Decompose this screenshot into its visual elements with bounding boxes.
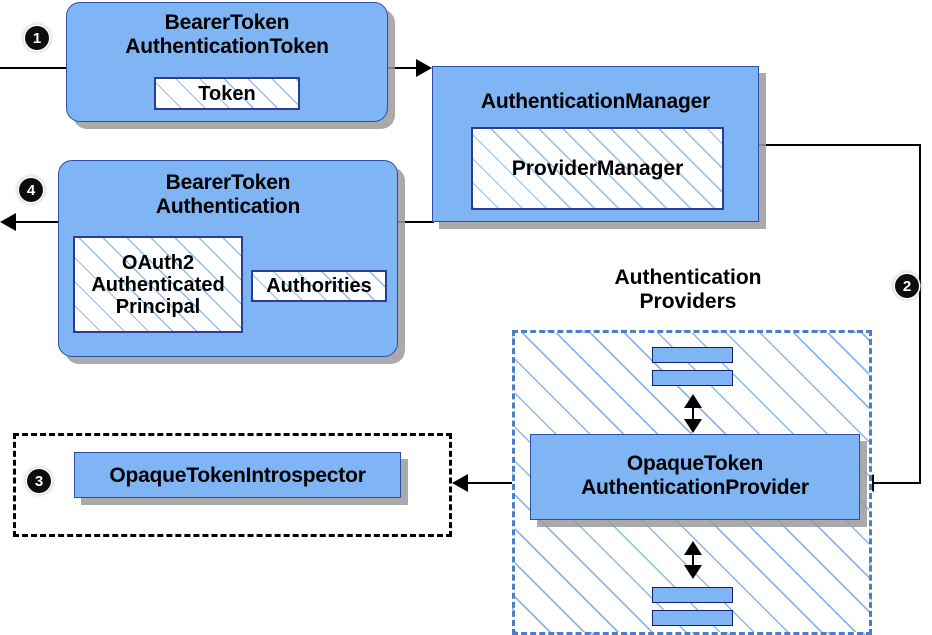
opaque-token-introspector-container — [13, 433, 452, 537]
opaque-token-authentication-provider-title-line1: OpaqueToken — [626, 452, 764, 475]
connector-token-to-manager-arrow — [416, 59, 432, 77]
provider-stack-bottom-connector-arrow-down — [684, 565, 702, 579]
connector-authentication-out-line — [14, 221, 76, 223]
connector-provider-to-introspector-line — [466, 482, 530, 484]
step-badge-3: 3 — [27, 469, 51, 493]
provider-manager-inner-box: ProviderManager — [471, 127, 724, 210]
provider-stack-top-connector-arrow-up — [684, 394, 702, 408]
oauth2-principal-line2: Authenticated — [91, 273, 225, 296]
step-badge-4-number: 4 — [26, 181, 36, 199]
opaque-token-authentication-provider-title: OpaqueToken AuthenticationProvider — [531, 452, 859, 499]
token-inner-box: Token — [154, 77, 300, 110]
step-badge-1: 1 — [25, 26, 49, 50]
provider-stack-bottom-connector-line — [692, 543, 694, 577]
authentication-providers-caption: Authentication Providers — [563, 266, 813, 313]
provider-stack-bar-top-2 — [652, 370, 733, 386]
opaque-token-authentication-provider-card[interactable]: OpaqueToken AuthenticationProvider — [530, 434, 860, 520]
authentication-manager-card[interactable]: AuthenticationManager ProviderManager — [432, 66, 759, 222]
authentication-manager-title-text: AuthenticationManager — [480, 90, 711, 113]
authentication-providers-caption-line1: Authentication — [614, 266, 762, 289]
opaque-token-introspector-card[interactable]: OpaqueTokenIntrospector — [74, 452, 401, 498]
oauth2-principal-line1: OAuth2 — [121, 251, 195, 274]
bearer-token-authentication-token-title-line2: AuthenticationToken — [125, 34, 329, 58]
connector-provider-to-introspector-arrow — [452, 474, 468, 492]
connector-authentication-out-arrow — [0, 213, 16, 231]
connector-right-rail-vertical — [919, 144, 921, 483]
authentication-manager-title: AuthenticationManager — [433, 90, 758, 114]
bearer-token-authentication-token-card[interactable]: BearerToken AuthenticationToken Token — [66, 2, 388, 122]
token-inner-label: Token — [198, 82, 256, 105]
bearer-token-authentication-title: BearerToken Authentication — [59, 171, 397, 218]
provider-stack-top-connector-line — [692, 396, 694, 431]
step-badge-1-number: 1 — [32, 29, 42, 47]
authorities-box: Authorities — [251, 270, 387, 302]
step-badge-2-number: 2 — [902, 277, 912, 295]
step-badge-2: 2 — [895, 274, 919, 298]
opaque-token-introspector-title: OpaqueTokenIntrospector — [75, 464, 400, 488]
bearer-token-authentication-token-title: BearerToken AuthenticationToken — [67, 11, 387, 58]
connector-manager-right-segment — [757, 144, 921, 146]
opaque-token-authentication-provider-title-line2: AuthenticationProvider — [581, 475, 809, 499]
authentication-providers-caption-line2: Providers — [639, 289, 737, 313]
provider-stack-top-connector-arrow-down — [684, 419, 702, 433]
provider-manager-inner-label: ProviderManager — [511, 156, 684, 180]
provider-stack-bar-bottom-2 — [652, 610, 733, 626]
provider-stack-bottom-connector-arrow-up — [684, 541, 702, 555]
connector-token-to-manager-line — [386, 67, 420, 69]
oauth2-principal-line3: Principal — [115, 295, 201, 318]
step-badge-4: 4 — [19, 178, 43, 202]
provider-stack-bar-bottom-1 — [652, 587, 733, 603]
bearer-token-authentication-token-title-line1: BearerToken — [164, 11, 290, 34]
bearer-token-authentication-title-line2: Authentication — [155, 194, 301, 218]
oauth2-authenticated-principal-box: OAuth2 Authenticated Principal — [73, 236, 243, 333]
opaque-token-introspector-label: OpaqueTokenIntrospector — [109, 464, 366, 487]
bearer-token-authentication-card[interactable]: BearerToken Authentication OAuth2 Authen… — [58, 160, 398, 357]
bearer-token-authentication-title-line1: BearerToken — [165, 171, 291, 194]
connector-manager-to-authentication-line — [392, 221, 434, 223]
provider-stack-bar-top-1 — [652, 347, 733, 363]
connector-into-provider-segment — [872, 482, 921, 484]
connector-request-in — [0, 67, 80, 69]
authorities-label: Authorities — [266, 275, 372, 297]
step-badge-3-number: 3 — [34, 472, 44, 490]
